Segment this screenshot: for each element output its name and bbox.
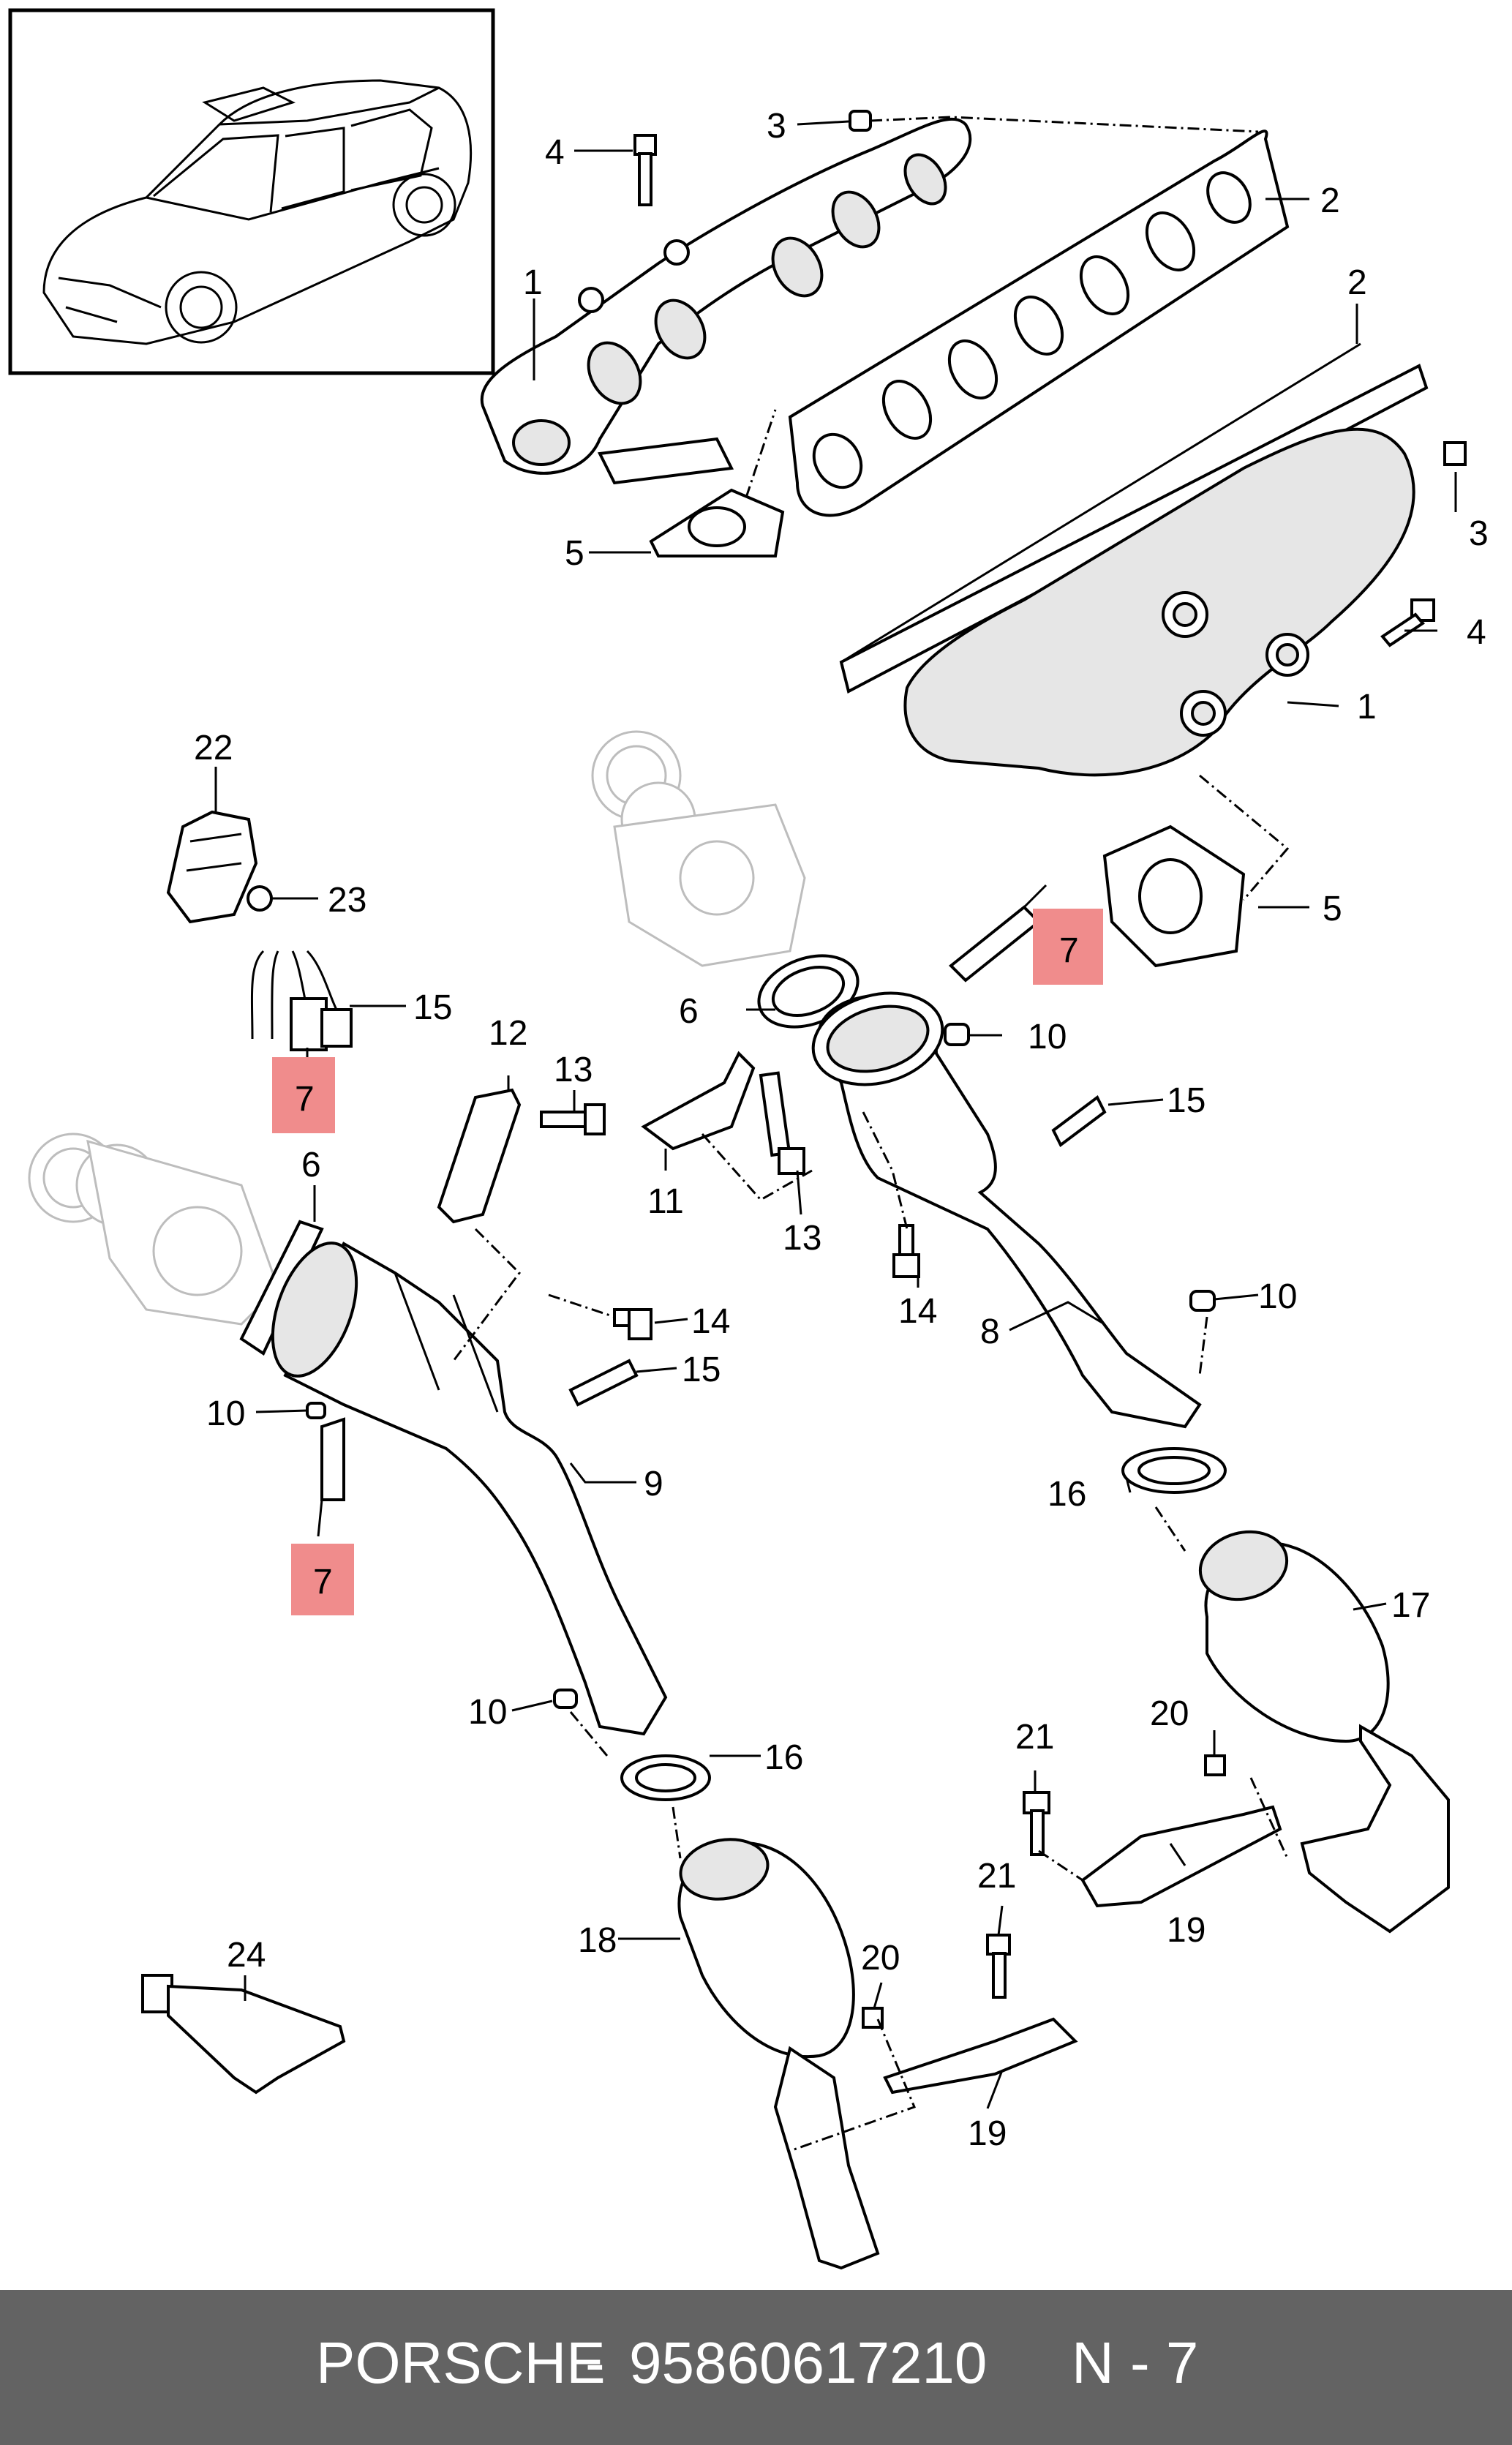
nut-3-upper (849, 110, 872, 132)
callout-4-right[interactable]: 4 (1467, 613, 1486, 652)
callout-21-left[interactable]: 21 (977, 1857, 1016, 1896)
nut-23 (247, 885, 273, 912)
footer-brand: PORSCHE (316, 2330, 606, 2395)
callout-8[interactable]: 8 (980, 1312, 1000, 1351)
callout-20-left[interactable]: 20 (861, 1939, 900, 1978)
footer-part-number: 95860617210 (629, 2330, 988, 2395)
clip-15-right (1051, 1094, 1107, 1148)
small-gasket-upper-hole (688, 506, 746, 547)
callout-10-right-upper[interactable]: 10 (1028, 1018, 1067, 1056)
callout-21-right[interactable]: 21 (1015, 1718, 1054, 1757)
nut-10-left-lower (553, 1689, 578, 1709)
callout-18[interactable]: 18 (578, 1921, 617, 1960)
highlight-box-7-left (291, 1544, 354, 1615)
callout-16-left[interactable]: 16 (764, 1738, 803, 1777)
exhaust-manifold-left (480, 117, 972, 485)
turbocharger-left (28, 1133, 279, 1326)
callout-12[interactable]: 12 (489, 1014, 527, 1053)
bolt-4-right (1380, 598, 1435, 647)
callout-14-left[interactable]: 14 (691, 1302, 730, 1341)
nut-10-right-upper (944, 1023, 970, 1046)
callout-1-upper[interactable]: 1 (523, 263, 543, 302)
oxygen-sensor-left (320, 1417, 345, 1501)
callout-3-right[interactable]: 3 (1469, 514, 1489, 553)
bracket-19-right (1080, 1805, 1282, 1908)
callout-13-left[interactable]: 13 (554, 1051, 593, 1089)
bracket-19-left (883, 2017, 1078, 2095)
callout-15-left[interactable]: 15 (682, 1351, 721, 1389)
callout-5-upper[interactable]: 5 (565, 534, 584, 573)
catalytic-converter-17 (1198, 1530, 1450, 1934)
gasket-6-right-inner (771, 966, 846, 1017)
connection-lines (452, 116, 1290, 2152)
footer-section: N - 7 (1072, 2330, 1199, 2395)
small-gasket-right-hole (1138, 858, 1203, 934)
oxygen-sensor-right (949, 905, 1041, 983)
callout-22[interactable]: 22 (194, 729, 233, 767)
front-pipe-8 (811, 991, 1202, 1429)
catalytic-converter-18 (677, 1838, 880, 2270)
callout-11[interactable]: 11 (647, 1182, 684, 1221)
clip-15-left (568, 1359, 639, 1407)
callout-5-right[interactable]: 5 (1323, 890, 1342, 928)
callout-6-left[interactable]: 6 (301, 1146, 321, 1184)
bracket-11 (641, 1051, 756, 1151)
callout-7-left[interactable]: 7 (313, 1563, 333, 1601)
sealant-tube-24 (141, 1974, 346, 2095)
bolt-13-left (540, 1103, 606, 1135)
callout-14-right[interactable]: 14 (898, 1292, 937, 1331)
gasket-16-right-inner (1137, 1456, 1211, 1485)
exhaust-manifold-right (903, 427, 1415, 777)
callout-20-right[interactable]: 20 (1150, 1694, 1189, 1733)
callout-4-upper[interactable]: 4 (545, 133, 565, 172)
nut-10-right-lower (1189, 1290, 1216, 1312)
bolt-13-right (759, 1071, 805, 1175)
bracket-12 (437, 1088, 522, 1224)
callout-3-upper[interactable]: 3 (767, 107, 786, 146)
callout-2-right[interactable]: 2 (1347, 263, 1367, 302)
vehicle-thumbnail (8, 8, 495, 375)
highlight-box-7-mid (272, 1057, 335, 1133)
callout-16-right[interactable]: 16 (1048, 1475, 1086, 1514)
bolt-14-right (892, 1224, 920, 1278)
bolt-21-right (1023, 1791, 1050, 1856)
holder-22 (166, 810, 258, 924)
bolt-14-left (613, 1308, 652, 1340)
callout-19-left[interactable]: 19 (968, 2114, 1007, 2153)
callout-10-right-lower[interactable]: 10 (1258, 1277, 1297, 1316)
front-pipe-9 (271, 1242, 668, 1736)
callout-24[interactable]: 24 (227, 1936, 266, 1975)
manifold-gasket-right (839, 342, 1429, 694)
callout-2-upper[interactable]: 2 (1320, 181, 1340, 220)
callout-labels: 4 3 2 1 2 5 3 4 1 22 23 5 7 15 6 10 12 1… (194, 107, 1489, 2153)
nut-3-right (1443, 441, 1467, 466)
connector-15 (250, 950, 353, 1051)
callout-7-right[interactable]: 7 (1059, 931, 1079, 970)
callout-6-right[interactable]: 6 (679, 992, 699, 1031)
callout-15-upper[interactable]: 15 (413, 988, 452, 1027)
callout-7-mid[interactable]: 7 (295, 1080, 315, 1119)
callout-15-right[interactable]: 15 (1167, 1081, 1206, 1120)
leader-lines (214, 120, 1457, 2109)
exploded-parts-diagram: 4 3 2 1 2 5 3 4 1 22 23 5 7 15 6 10 12 1… (8, 8, 1489, 2270)
bolt-21-left (986, 1934, 1011, 1999)
gasket-16-left-inner (635, 1763, 696, 1792)
callout-1-right[interactable]: 1 (1357, 688, 1377, 726)
gasket-6-left (239, 1220, 324, 1356)
bolt-4-upper (633, 134, 657, 206)
callout-9[interactable]: 9 (644, 1465, 663, 1503)
callout-13-right[interactable]: 13 (783, 1219, 821, 1258)
highlight-box-7-right (1033, 909, 1103, 985)
nut-10-left-upper (306, 1402, 326, 1419)
footer-separator: - (585, 2330, 605, 2395)
callout-23[interactable]: 23 (328, 881, 366, 920)
turbocharger-right (591, 730, 806, 967)
callout-10-left-lower[interactable]: 10 (468, 1693, 507, 1732)
callout-19-right[interactable]: 19 (1167, 1911, 1206, 1950)
callout-17[interactable]: 17 (1391, 1586, 1430, 1625)
callout-10-left-upper[interactable]: 10 (206, 1394, 245, 1433)
nut-20-right (1204, 1754, 1226, 1776)
footer-bar: PORSCHE - 95860617210 N - 7 (0, 2290, 1512, 2445)
manifold-gasket-upper (788, 129, 1290, 517)
